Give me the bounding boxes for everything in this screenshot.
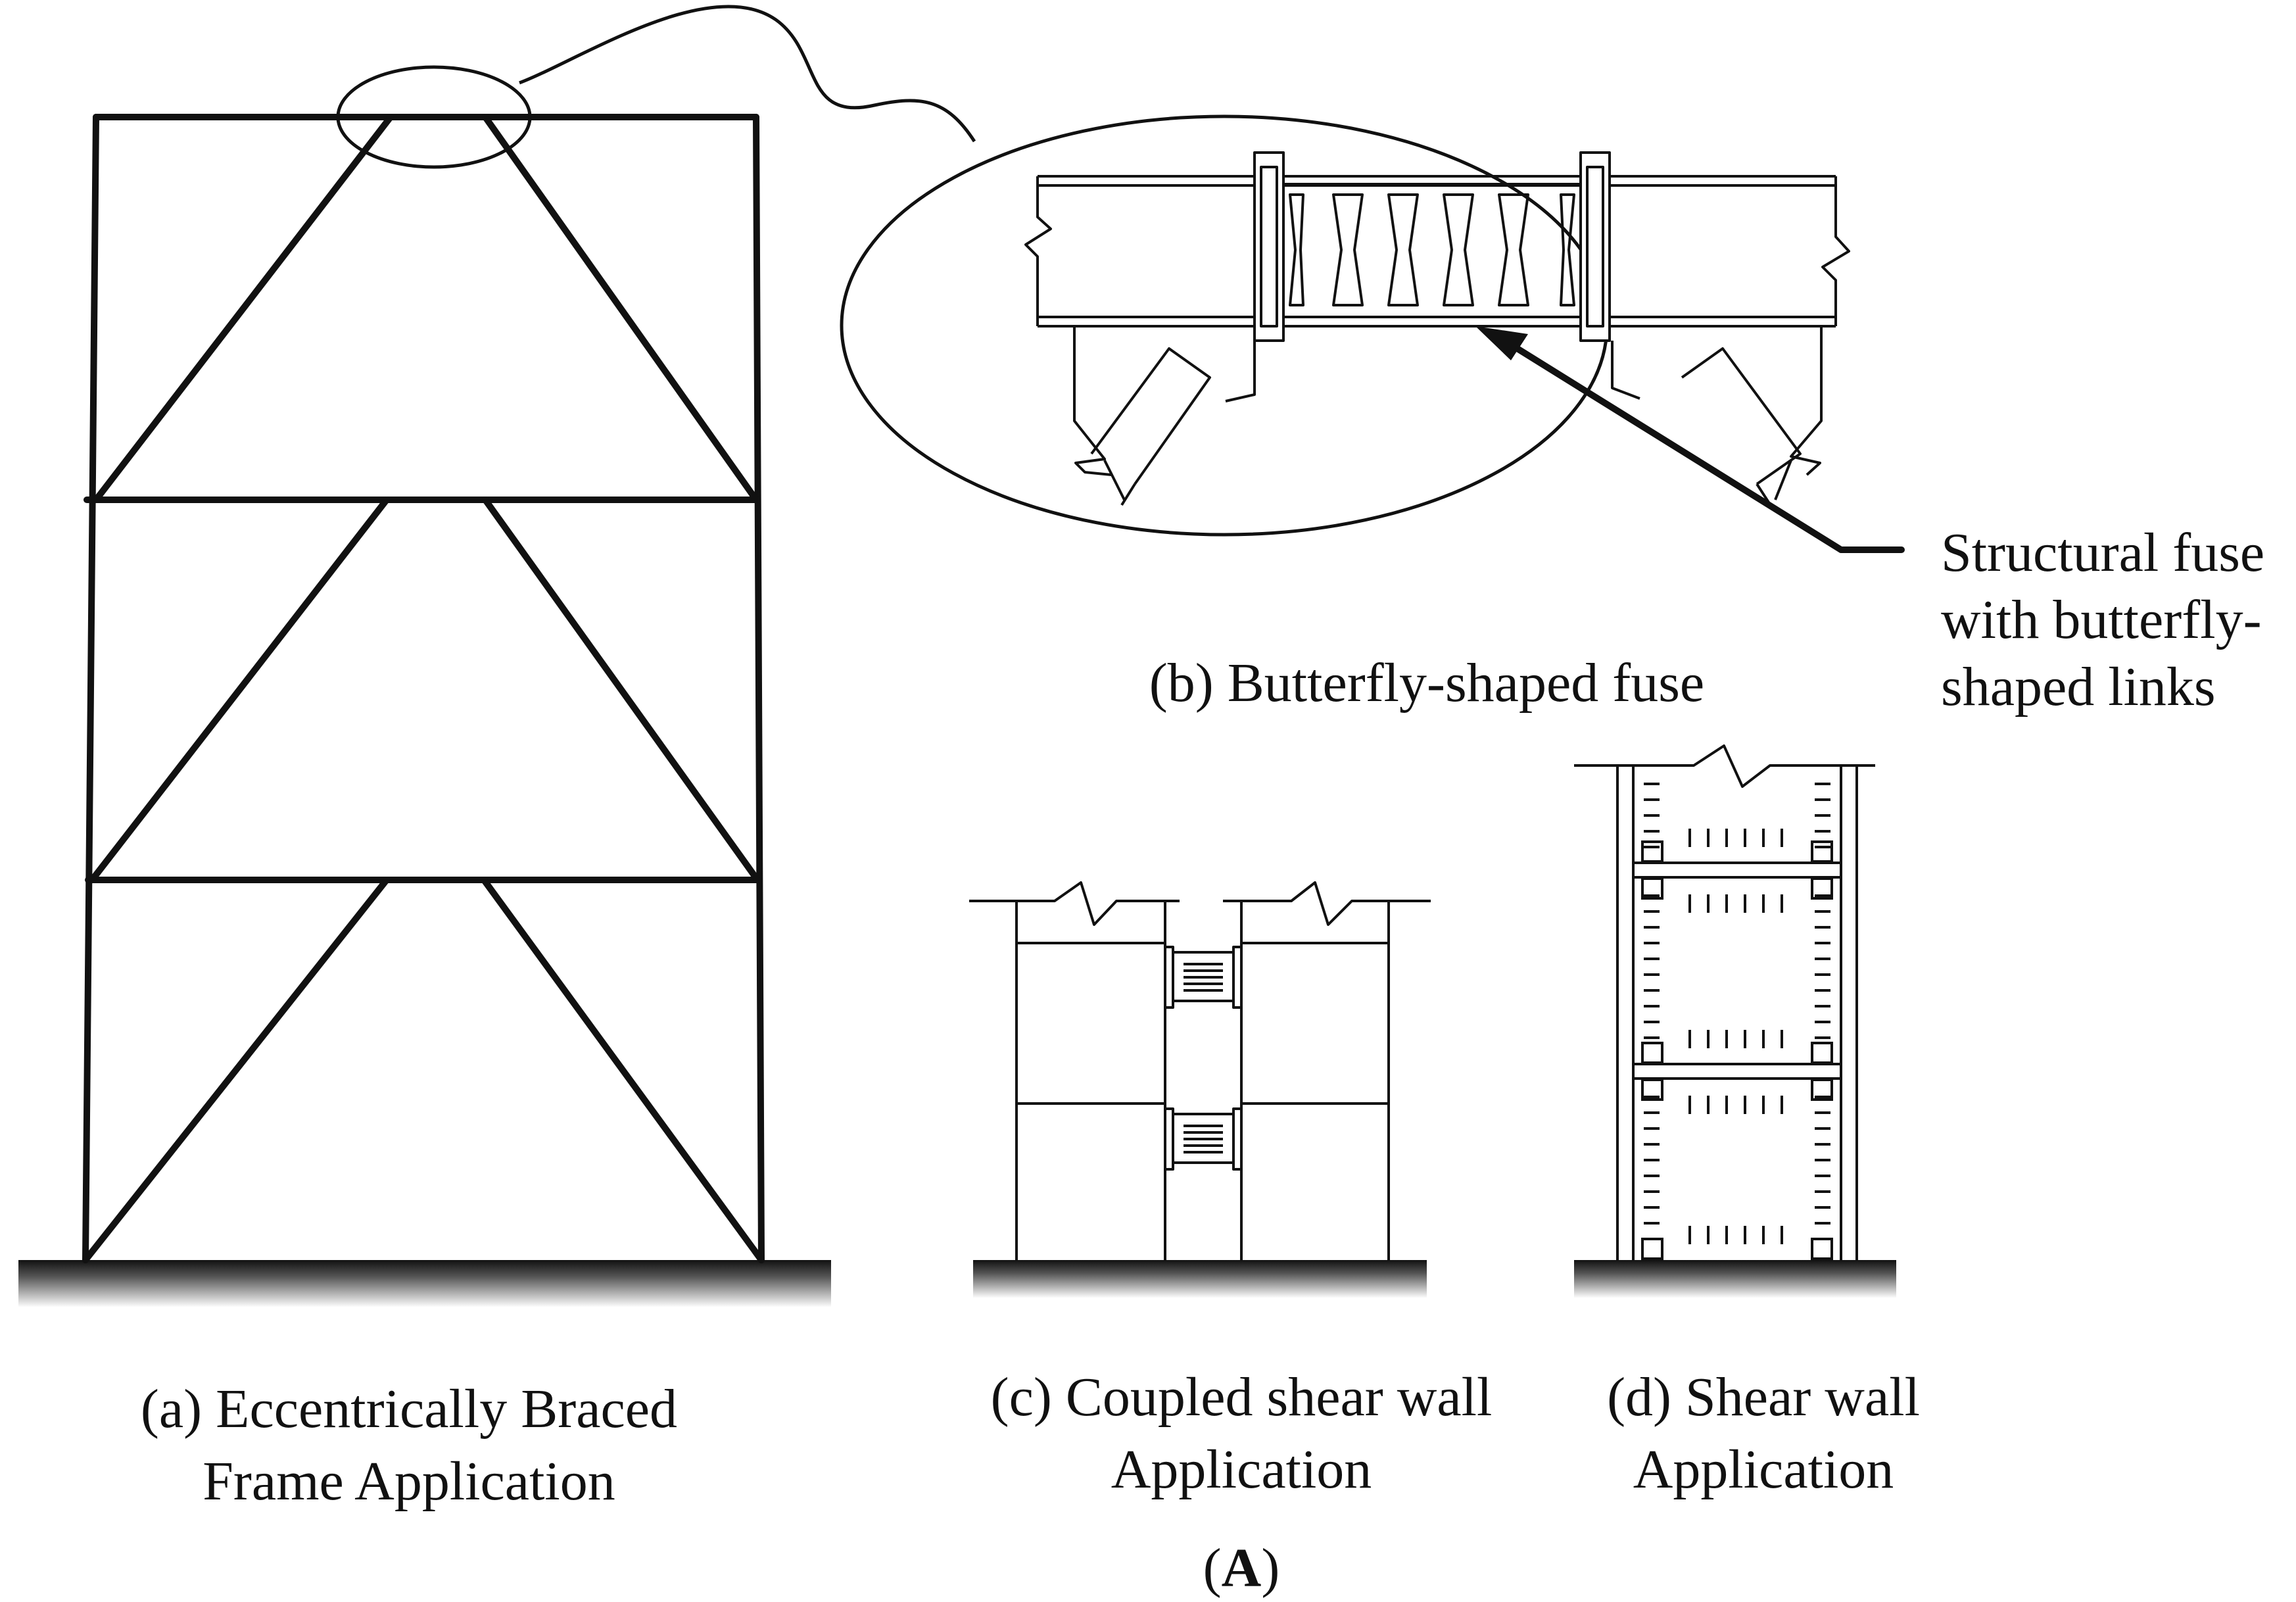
right-break-line — [1821, 176, 1850, 326]
figure-label-open: ( — [1203, 1538, 1222, 1599]
panel-b-caption: (b) Butterfly-shaped fuse — [1149, 652, 1704, 714]
left-break-line — [1024, 176, 1052, 326]
panel-a-caption-line2: Frame Application — [203, 1451, 615, 1512]
right-brace-inner — [1774, 460, 1792, 500]
captions: (a) Eccentrically Braced Frame Applicati… — [141, 522, 2264, 1599]
corner-box — [1641, 1079, 1663, 1101]
brace-2-left — [89, 497, 390, 883]
butterfly-link-edge-left — [1289, 193, 1304, 306]
panel-c-caption-line1: (c) Coupled shear wall — [991, 1367, 1493, 1428]
left-gusset-right-edge — [1225, 341, 1256, 402]
callout-line1: Structural fuse — [1941, 522, 2264, 583]
figure-label-letter: A — [1222, 1538, 1262, 1599]
shear-wall-top-break — [1574, 744, 1875, 788]
butterfly-link-1 — [1332, 193, 1364, 306]
left-brace-tail — [1120, 483, 1136, 506]
left-brace-member — [1090, 347, 1211, 485]
left-end-plate-inner — [1260, 166, 1278, 328]
corner-box — [1641, 1238, 1663, 1260]
corner-box — [1811, 1238, 1833, 1260]
corner-box — [1811, 1079, 1833, 1101]
figure-label: (A) — [1203, 1538, 1280, 1599]
brace-3-right — [482, 114, 759, 503]
right-column — [753, 114, 765, 1263]
panel-d-caption-line1: (d) Shear wall — [1607, 1367, 1920, 1428]
butterfly-link-3 — [1443, 193, 1474, 306]
shear-wall — [1574, 744, 1896, 1298]
panel-c-caption-line2: Application — [1111, 1439, 1372, 1500]
butterfly-link-edge-right — [1560, 193, 1575, 306]
right-gusset-plate — [1790, 326, 1823, 476]
coupled-shear-wall — [969, 881, 1431, 1298]
brace-3-left — [93, 114, 394, 503]
right-brace-member — [1681, 347, 1802, 485]
butterfly-fuse-detail — [840, 114, 1905, 553]
corner-box — [1641, 877, 1663, 900]
ground-d — [1574, 1260, 1896, 1298]
callout-line3: shaped links — [1941, 656, 2216, 717]
butterfly-link-4 — [1498, 193, 1529, 306]
leader-curve — [519, 5, 976, 143]
corner-box — [1811, 877, 1833, 900]
brace-1-right — [481, 877, 765, 1263]
callout-line2: with butterfly- — [1941, 589, 2262, 650]
link-highlight-ellipse — [336, 65, 532, 169]
corner-box — [1811, 1042, 1833, 1064]
right-end-plate-inner — [1586, 166, 1604, 328]
corner-box — [1811, 840, 1833, 863]
left-brace-inner — [1103, 460, 1126, 500]
floor-beam-lower — [1632, 1063, 1842, 1080]
left-wall-top-break — [969, 881, 1180, 926]
callout-arrow-head — [1475, 326, 1528, 360]
callout-arrow-line — [1508, 341, 1905, 553]
shear-wall-fuse-marks — [1641, 783, 1833, 1260]
floor-beam-upper — [1632, 862, 1842, 879]
brace-2-right — [482, 497, 761, 883]
coupling-fuse-upper — [1164, 946, 1243, 1009]
corner-box — [1641, 1042, 1663, 1064]
figure-label-close: ) — [1261, 1538, 1280, 1599]
ground-c — [973, 1260, 1427, 1298]
right-wall-top-break — [1223, 881, 1431, 926]
ground-a — [18, 1260, 831, 1307]
panel-a-caption-line1: (a) Eccentrically Braced — [141, 1378, 677, 1440]
left-column — [82, 114, 99, 1263]
brace-1-left — [82, 877, 390, 1263]
butterfly-link-2 — [1387, 193, 1419, 306]
eccentrically-braced-frame — [18, 5, 976, 1307]
panel-d-caption-line2: Application — [1633, 1439, 1894, 1500]
right-gusset-left-edge — [1611, 341, 1640, 400]
coupling-fuse-lower — [1164, 1107, 1243, 1171]
corner-box — [1641, 840, 1663, 863]
left-gusset-plate — [1073, 326, 1112, 476]
